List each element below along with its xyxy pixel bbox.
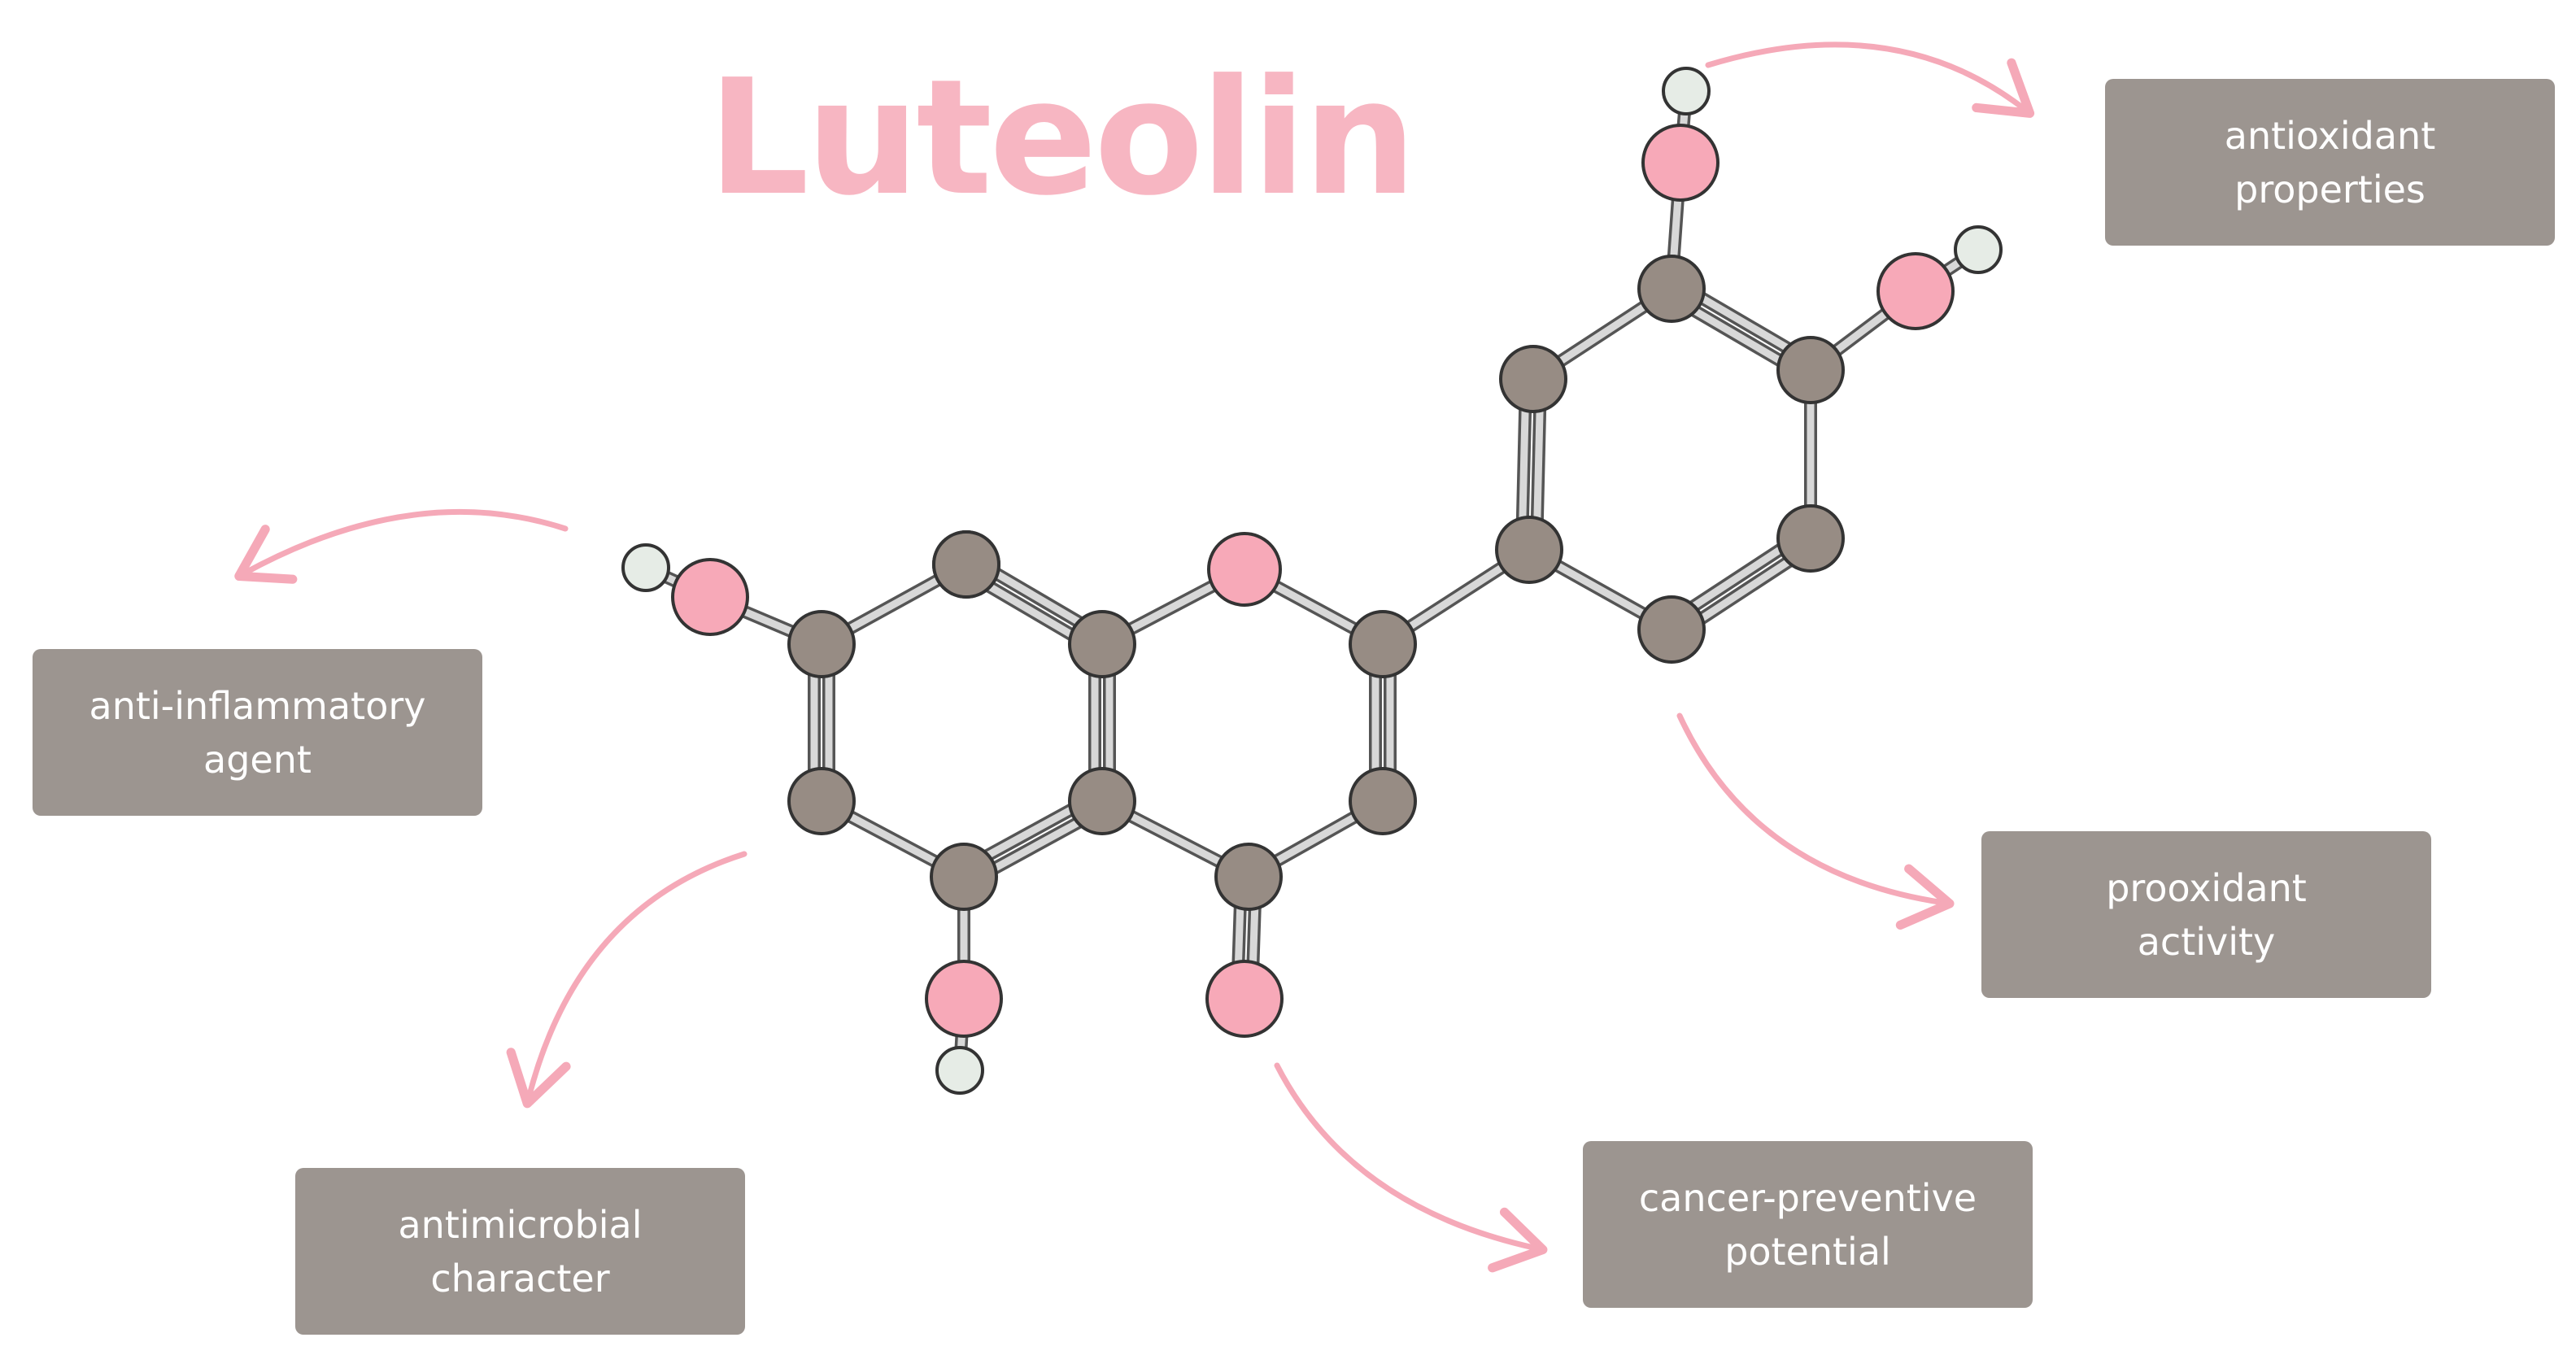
atom-c2p [1499, 345, 1567, 413]
anti-inflammatory-line2: agent [203, 737, 312, 782]
diagram-title: Luteolin [708, 46, 1417, 231]
atom-layer [621, 67, 2003, 1095]
atom-c1p [1495, 516, 1563, 584]
atom-o5 [925, 960, 1003, 1038]
cancer-preventive-line2: potential [1724, 1229, 1891, 1274]
atom-h7 [621, 543, 670, 592]
atom-o7 [671, 558, 749, 636]
prooxidant-line2: activity [2137, 919, 2276, 964]
atom-c5 [930, 843, 998, 911]
arrow-to-antioxidant [1705, 41, 2035, 118]
arrow-to-cancer-preventive [1274, 1062, 1548, 1273]
arrow-to-anti-inflammatory [234, 508, 569, 584]
atom-o4p [1876, 252, 1955, 330]
prooxidant-activity-label: prooxidant activity [1981, 831, 2431, 998]
atom-o3p [1641, 124, 1720, 202]
anti-inflammatory-line1: anti-inflammatory [89, 683, 426, 728]
atom-c6 [787, 767, 856, 835]
atom-h4p [1954, 225, 2003, 274]
atom-c6p [1637, 595, 1706, 664]
atom-c2 [1349, 610, 1417, 678]
arrow-to-prooxidant [1676, 712, 1955, 930]
atom-c7 [787, 610, 856, 678]
anti-inflammatory-agent-label: anti-inflammatory agent [33, 649, 482, 816]
antioxidant-line1: antioxidant [2224, 113, 2436, 158]
atom-h5 [935, 1046, 984, 1095]
antioxidant-line2: properties [2234, 167, 2426, 211]
atom-c8 [932, 530, 1000, 599]
arrow-to-antimicrobial [506, 851, 748, 1109]
atom-c3 [1349, 767, 1417, 835]
atom-c3p [1637, 255, 1706, 323]
atom-c5p [1776, 504, 1845, 573]
antimicrobial-character-label: antimicrobial character [295, 1168, 745, 1335]
antioxidant-properties-label: antioxidant properties [2105, 79, 2555, 246]
antimicrobial-line2: character [430, 1256, 610, 1301]
cancer-preventive-line1: cancer-preventive [1638, 1175, 1977, 1220]
bond-layer [639, 85, 1985, 1077]
prooxidant-line1: prooxidant [2106, 865, 2307, 910]
atom-h3p [1662, 67, 1711, 115]
atom-c4 [1214, 843, 1283, 911]
atom-o-ring [1207, 532, 1282, 607]
cancer-preventive-potential-label: cancer-preventive potential [1583, 1141, 2033, 1308]
atom-c4a [1068, 767, 1136, 835]
atom-c8a [1068, 610, 1136, 678]
atom-c4p [1776, 336, 1845, 404]
atom-o4 [1205, 960, 1284, 1038]
antimicrobial-line1: antimicrobial [398, 1202, 643, 1247]
